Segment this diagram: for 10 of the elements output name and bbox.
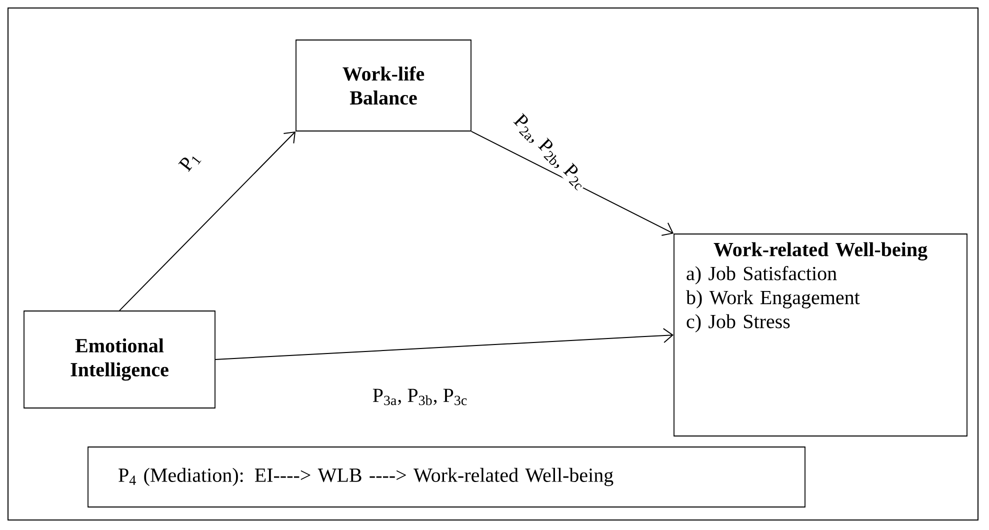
concept-box: Emotional Intelligence bbox=[24, 310, 216, 408]
edge-label: P$_{1}$ bbox=[176, 148, 204, 176]
arrow bbox=[119, 131, 296, 312]
arrow bbox=[470, 130, 674, 236]
edge-label: P$_{3a}$, P$_{3b}$, P$_{3c}$ bbox=[371, 388, 469, 406]
concept-box: Work-life Balance bbox=[296, 40, 472, 132]
arrow bbox=[214, 328, 674, 360]
edge-label: P$_{2a}$, P$_{2b}$, P$_{2c}$ bbox=[509, 111, 591, 193]
proposition-box: P$_{4}$ (Mediation): EI----> WLB ----> Work-related Well-being bbox=[88, 446, 806, 508]
outcome-box: Work-related Well-being a) Job Satisfaction b) Work Engagement c) Job Stress bbox=[674, 234, 968, 436]
